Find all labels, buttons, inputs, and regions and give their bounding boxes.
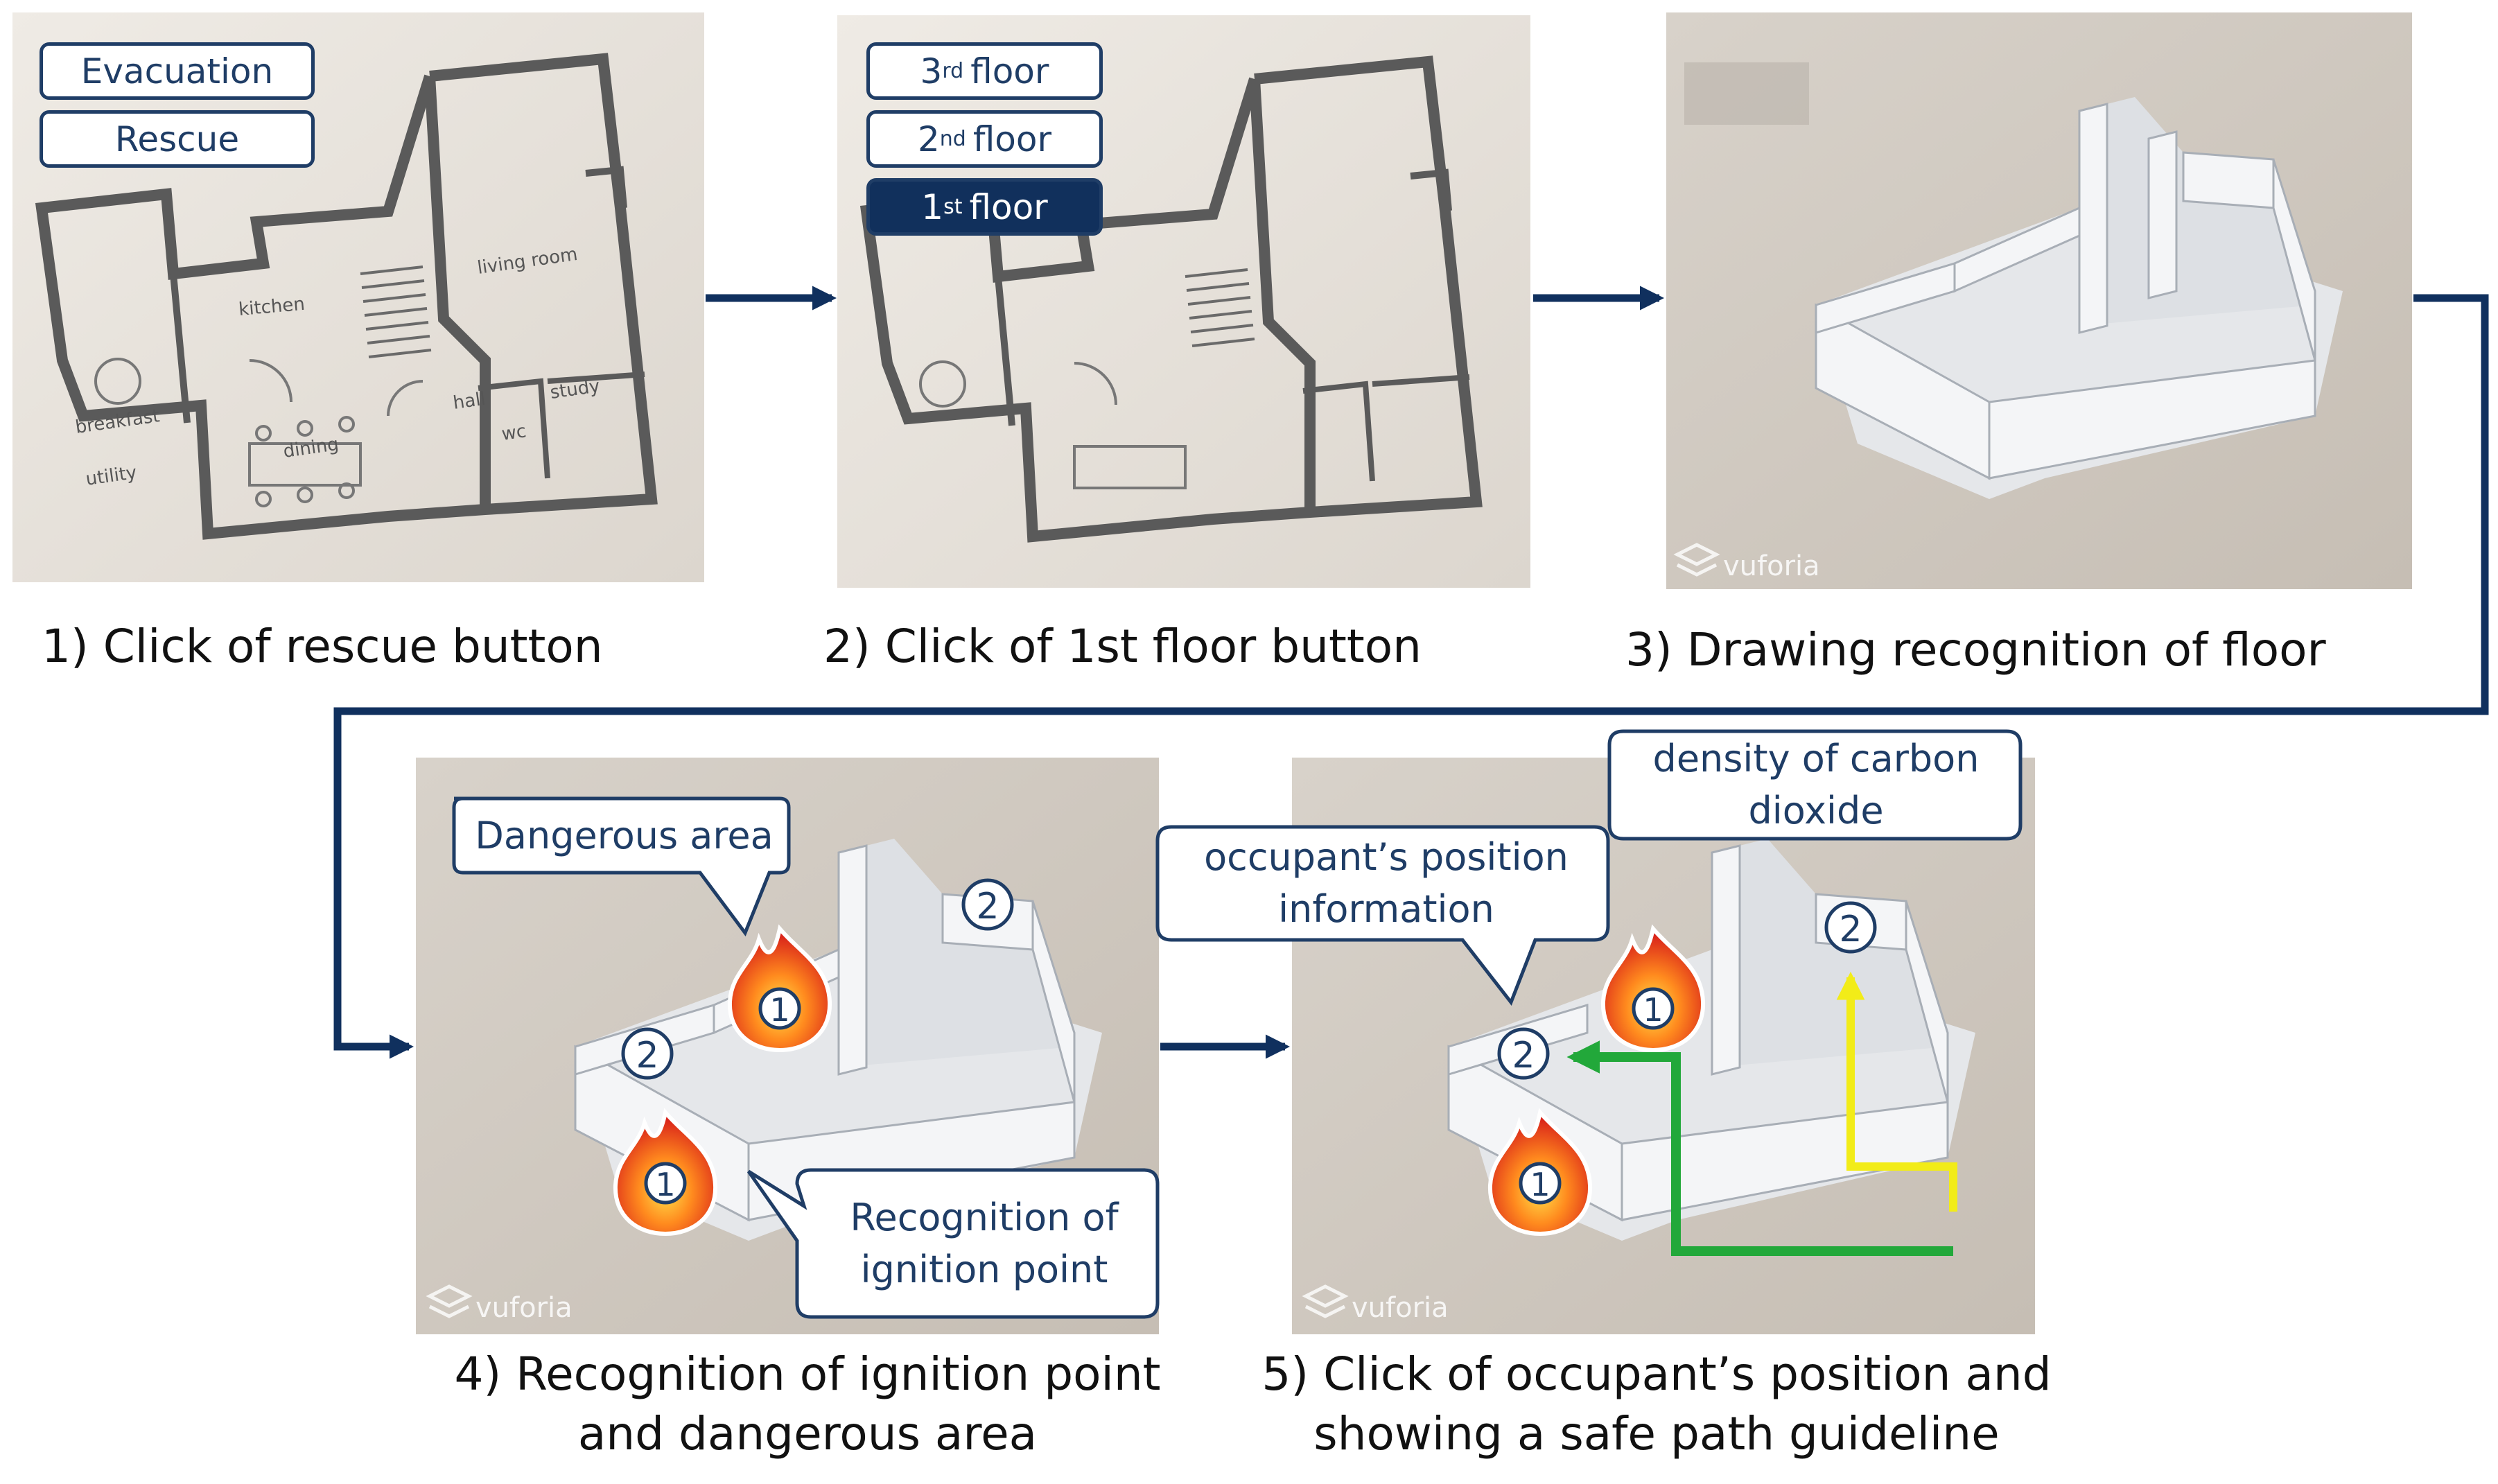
svg-text:2: 2 — [1839, 909, 1862, 950]
occupant-marker[interactable]: 2 — [1824, 901, 1877, 954]
vuforia-watermark: vuforia — [1352, 1292, 1449, 1324]
ignition-marker[interactable]: 1 — [1519, 1162, 1562, 1205]
callout-ignition-point — [746, 1168, 1160, 1319]
blueprint-house-sketch — [1684, 62, 1809, 125]
furniture-icons — [919, 360, 1187, 489]
callout-co2-density — [1607, 729, 2023, 841]
occupant-marker[interactable]: 2 — [621, 1027, 674, 1080]
caption-step-1: 1) Click of rescue button — [42, 620, 603, 673]
evacuation-button[interactable]: Evacuation — [40, 42, 315, 100]
panel-3-3d-model: vuforia — [1666, 12, 2412, 589]
panel-1-floorplan: kitchen living room breakfast dining hal… — [12, 12, 704, 582]
vuforia-logo-icon — [1673, 543, 1720, 577]
callout-dangerous-area — [452, 796, 791, 937]
model-walls — [1815, 103, 2316, 480]
svg-text:2: 2 — [636, 1035, 658, 1076]
ignition-marker[interactable]: 1 — [644, 1162, 687, 1205]
svg-text:1: 1 — [655, 1166, 675, 1203]
callout-dangerous-area-text: Dangerous area — [475, 813, 774, 857]
stairs-icon — [1185, 268, 1255, 347]
safe-path-line — [1566, 1040, 1953, 1256]
callout-ignition-point-text: Recognition of ignition point — [850, 1196, 1119, 1291]
panel-4-3d-model: vuforia 1 1 2 2 — [416, 758, 1160, 1334]
callout-co2-density-text: density of carbon dioxide — [1652, 736, 1980, 832]
co2-path-line — [1836, 971, 1957, 1212]
room-label: hall — [452, 389, 487, 414]
callout-occupant-position — [1155, 825, 1610, 1006]
vuforia-logo-icon — [426, 1284, 473, 1318]
panel-2-floorplan — [837, 15, 1530, 588]
floorplan-walls — [859, 55, 1483, 543]
flow-arrows — [333, 286, 2489, 1059]
stairs-icon — [360, 265, 432, 358]
svg-text:1: 1 — [1643, 991, 1663, 1029]
vuforia-watermark: vuforia — [475, 1292, 573, 1324]
rescue-button[interactable]: Rescue — [40, 110, 315, 168]
svg-text:1: 1 — [769, 991, 789, 1029]
caption-step-2: 2) Click of 1st floor button — [823, 620, 1422, 673]
occupant-marker[interactable]: 2 — [1497, 1027, 1550, 1080]
occupant-marker[interactable]: 2 — [961, 878, 1014, 931]
room-label: wc — [500, 421, 527, 445]
svg-text:2: 2 — [1512, 1035, 1535, 1076]
floorplan-walls — [35, 53, 658, 540]
furniture-icons — [94, 358, 423, 507]
vuforia-watermark: vuforia — [1723, 550, 1820, 582]
callout-occupant-position-text: occupant’s position information — [1204, 835, 1569, 931]
caption-step-5: 5) Click of occupant’s position and show… — [1261, 1347, 2052, 1460]
ignition-marker[interactable]: 1 — [758, 987, 801, 1030]
panel-1-background — [12, 12, 704, 582]
svg-text:1: 1 — [1530, 1166, 1550, 1203]
vuforia-logo-icon — [1302, 1284, 1349, 1318]
caption-step-3: 3) Drawing recognition of floor — [1625, 623, 2326, 676]
caption-step-4: 4) Recognition of ignition point and dan… — [454, 1347, 1161, 1460]
ignition-marker[interactable]: 1 — [1632, 987, 1675, 1030]
panel-5-3d-model: vuforia 1 1 2 2 — [1155, 729, 2035, 1334]
flow-arrow-3-4 — [333, 294, 2489, 1059]
svg-text:2: 2 — [976, 886, 999, 927]
